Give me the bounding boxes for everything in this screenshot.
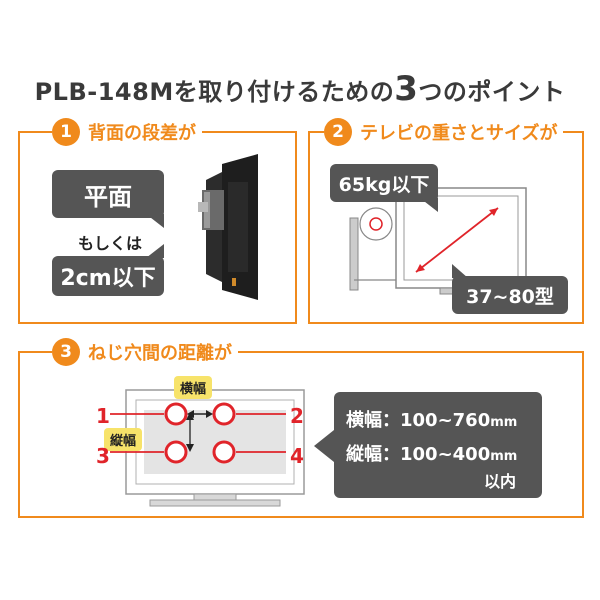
title-number: 3 [394, 69, 419, 109]
screw-hole-1 [164, 402, 188, 426]
spec-horizontal-key: 横幅： [346, 410, 400, 431]
weight-bubble-tail [420, 198, 438, 212]
title-suffix: つのポイント [418, 78, 566, 106]
spec-horizontal-value: 100~760 [400, 410, 491, 431]
vertical-tag: 縦幅 [104, 428, 143, 451]
section-3-number: 3 [52, 338, 80, 366]
hole-label-4: 4 [290, 444, 304, 468]
screw-hole-4 [212, 440, 236, 464]
section-2-panel [308, 131, 584, 324]
hole-label-3: 3 [96, 444, 110, 468]
weight-label: 65kg以下 [338, 173, 430, 196]
horizontal-arrow-left-head [187, 410, 194, 418]
flat-bubble: 平面 [52, 170, 164, 218]
spec-vertical-value: 100~400 [400, 444, 491, 465]
flat-bubble-tail [146, 214, 164, 228]
horizontal-arrow-right-head [206, 410, 213, 418]
step-bubble-tail [146, 244, 164, 258]
spec-horizontal-unit: mm [490, 415, 518, 430]
weight-bubble: 65kg以下 [330, 164, 438, 202]
section-1-panel [18, 131, 297, 324]
spec-vertical-unit: mm [490, 449, 518, 464]
section-3-header: 3 ねじ穴間の距離が [52, 338, 238, 366]
section-1-number: 1 [52, 118, 80, 146]
size-bubble: 37~80型 [452, 276, 568, 314]
section-3-panel [18, 351, 584, 518]
tv-side-photo [198, 154, 258, 300]
hole-label-1: 1 [96, 404, 110, 428]
step-label: 2cm以下 [60, 266, 156, 291]
section-1-header: 1 背面の段差が [52, 118, 202, 146]
title-prefix: PLB-148Mを取り付けるための [34, 78, 395, 106]
tv-holes-illustration [125, 389, 305, 507]
section-1-title: 背面の段差が [88, 123, 196, 144]
flat-label: 平面 [84, 182, 132, 211]
page-title: PLB-148Mを取り付けるための3つのポイント [0, 72, 600, 107]
tv-mount-illustration [349, 187, 527, 295]
spec-horizontal: 横幅：100~760mm [346, 406, 530, 432]
size-bubble-tail [452, 264, 468, 278]
step-bubble: 2cm以下 [52, 256, 164, 296]
section-3-border-top [18, 351, 584, 353]
or-label: もしくは [78, 234, 143, 253]
horizontal-tag: 横幅 [174, 376, 213, 399]
section-2-title: テレビの重さとサイズが [360, 123, 558, 144]
screw-hole-2 [212, 402, 236, 426]
spec-vertical-key: 縦幅： [346, 444, 400, 465]
section-2-header: 2 テレビの重さとサイズが [324, 118, 564, 146]
section-2-number: 2 [324, 118, 352, 146]
section-3-title: ねじ穴間の距離が [88, 343, 232, 364]
hole-label-2: 2 [290, 404, 304, 428]
size-label: 37~80型 [466, 285, 554, 308]
spec-box: 横幅：100~760mm 縦幅：100~400mm 以内 [334, 392, 542, 498]
spec-vertical: 縦幅：100~400mm [346, 440, 530, 466]
screw-hole-3 [164, 440, 188, 464]
spec-within: 以内 [483, 472, 516, 491]
spec-box-tail [314, 430, 334, 462]
